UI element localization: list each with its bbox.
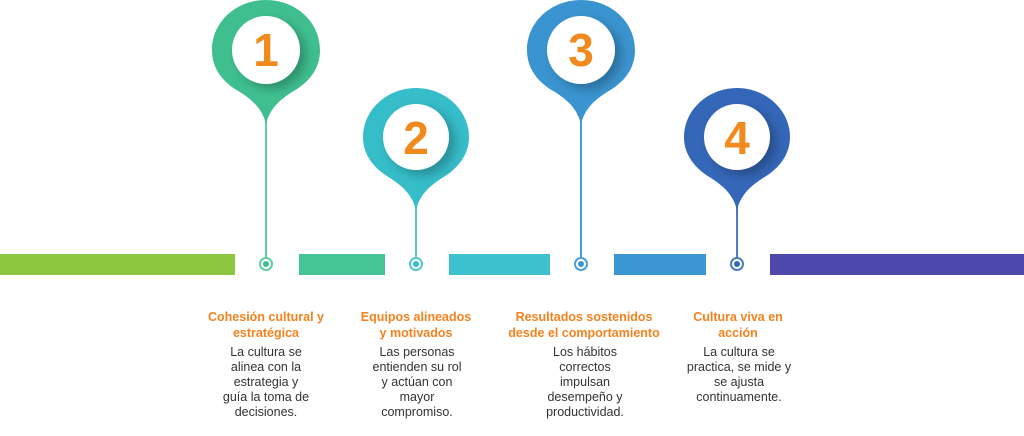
step-4-pin: 4	[684, 88, 790, 210]
step-4-stem	[736, 205, 738, 259]
step-2-pin: 2	[363, 88, 469, 210]
step-4-description: La cultura se practica, se mide y se aju…	[686, 345, 792, 404]
timeline-segment-1	[0, 254, 235, 275]
step-3-title: Resultados sostenidos desde el comportam…	[508, 310, 660, 340]
step-1-stem	[265, 118, 267, 259]
step-4-number: 4	[724, 112, 750, 164]
timeline-segment-2	[299, 254, 385, 275]
map-pin-icon	[684, 88, 790, 210]
step-2-description: Las personas entienden su rol y actúan c…	[372, 345, 462, 419]
timeline-segment-5	[770, 254, 1024, 275]
step-2-marker	[409, 257, 423, 271]
map-pin-icon	[527, 0, 635, 124]
step-2-number: 2	[403, 112, 429, 164]
timeline-segment-4	[614, 254, 706, 275]
map-pin-icon	[363, 88, 469, 210]
step-1-number: 1	[253, 24, 279, 76]
step-1-description: La cultura se alinea con la estrategia y…	[222, 345, 310, 419]
step-4-title: Cultura viva en acción	[693, 310, 783, 340]
step-3-pin: 3	[527, 0, 635, 124]
map-pin-icon	[212, 0, 320, 124]
step-1-pin: 1	[212, 0, 320, 124]
step-3-number: 3	[568, 24, 594, 76]
timeline-segment-3	[449, 254, 550, 275]
step-4-marker	[730, 257, 744, 271]
step-1-marker	[259, 257, 273, 271]
step-2-stem	[415, 205, 417, 259]
step-2-title: Equipos alineados y motivados	[360, 310, 472, 340]
step-1-title: Cohesión cultural y estratégica	[208, 310, 324, 340]
step-3-marker	[574, 257, 588, 271]
step-3-stem	[580, 118, 582, 259]
step-3-description: Los hábitos correctos impulsan desempeño…	[546, 345, 624, 419]
